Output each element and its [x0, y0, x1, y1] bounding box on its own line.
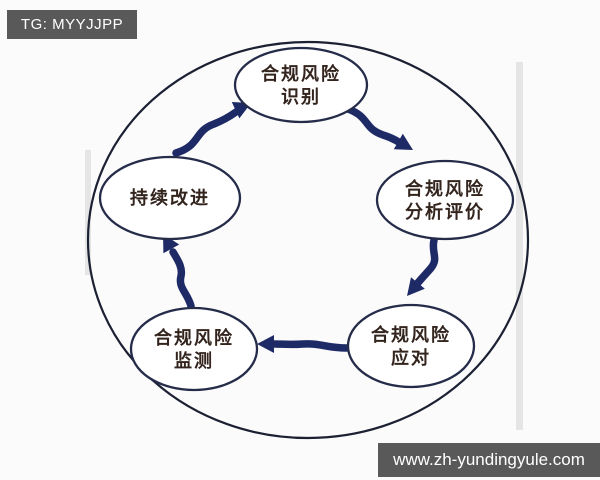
node-monitor: 合规风险 监测: [129, 306, 259, 392]
arrow-monitor-to-improve: [163, 234, 195, 310]
arrow-analyze-to-respond: [407, 236, 439, 296]
node-improve: 持续改进: [98, 155, 242, 241]
node-respond-label-line1: 合规风险: [371, 324, 451, 346]
node-identify: 合规风险 识别: [233, 46, 369, 124]
node-improve-ellipse: [98, 155, 242, 241]
node-respond-label-line2: 应对: [391, 347, 431, 369]
node-identify-label-line1: 合规风险: [261, 63, 341, 85]
node-analyze-label-line2: 分析评价: [405, 201, 485, 223]
node-monitor-ellipse: [129, 306, 259, 392]
watermark-top-left: TG: MYYJJPP: [7, 10, 137, 39]
node-respond-ellipse: [346, 303, 476, 389]
node-identify-ellipse: [233, 46, 369, 124]
watermark-bottom-right: www.zh-yundingyule.com: [378, 443, 600, 477]
node-identify-label-line2: 识别: [281, 87, 321, 108]
node-analyze-ellipse: [375, 159, 515, 241]
scan-artifact-right: [516, 62, 523, 430]
node-monitor-label-line2: 监测: [174, 350, 214, 372]
node-improve-label: 持续改进: [130, 187, 210, 209]
arrow-identify-to-analyze: [344, 105, 413, 150]
cycle-nodes: 合规风险 识别 合规风险 分析评价 合规风险 应对: [98, 46, 515, 392]
arrow-respond-to-monitor: [257, 335, 351, 353]
arrow-improve-to-identify: [172, 102, 251, 157]
outer-cycle-circle: [86, 40, 530, 440]
node-analyze: 合规风险 分析评价: [375, 159, 515, 241]
node-monitor-label-line1: 合规风险: [154, 327, 234, 349]
node-respond: 合规风险 应对: [346, 303, 476, 389]
node-analyze-label-line1: 合规风险: [405, 178, 485, 200]
scan-artifact-left: [85, 150, 91, 275]
